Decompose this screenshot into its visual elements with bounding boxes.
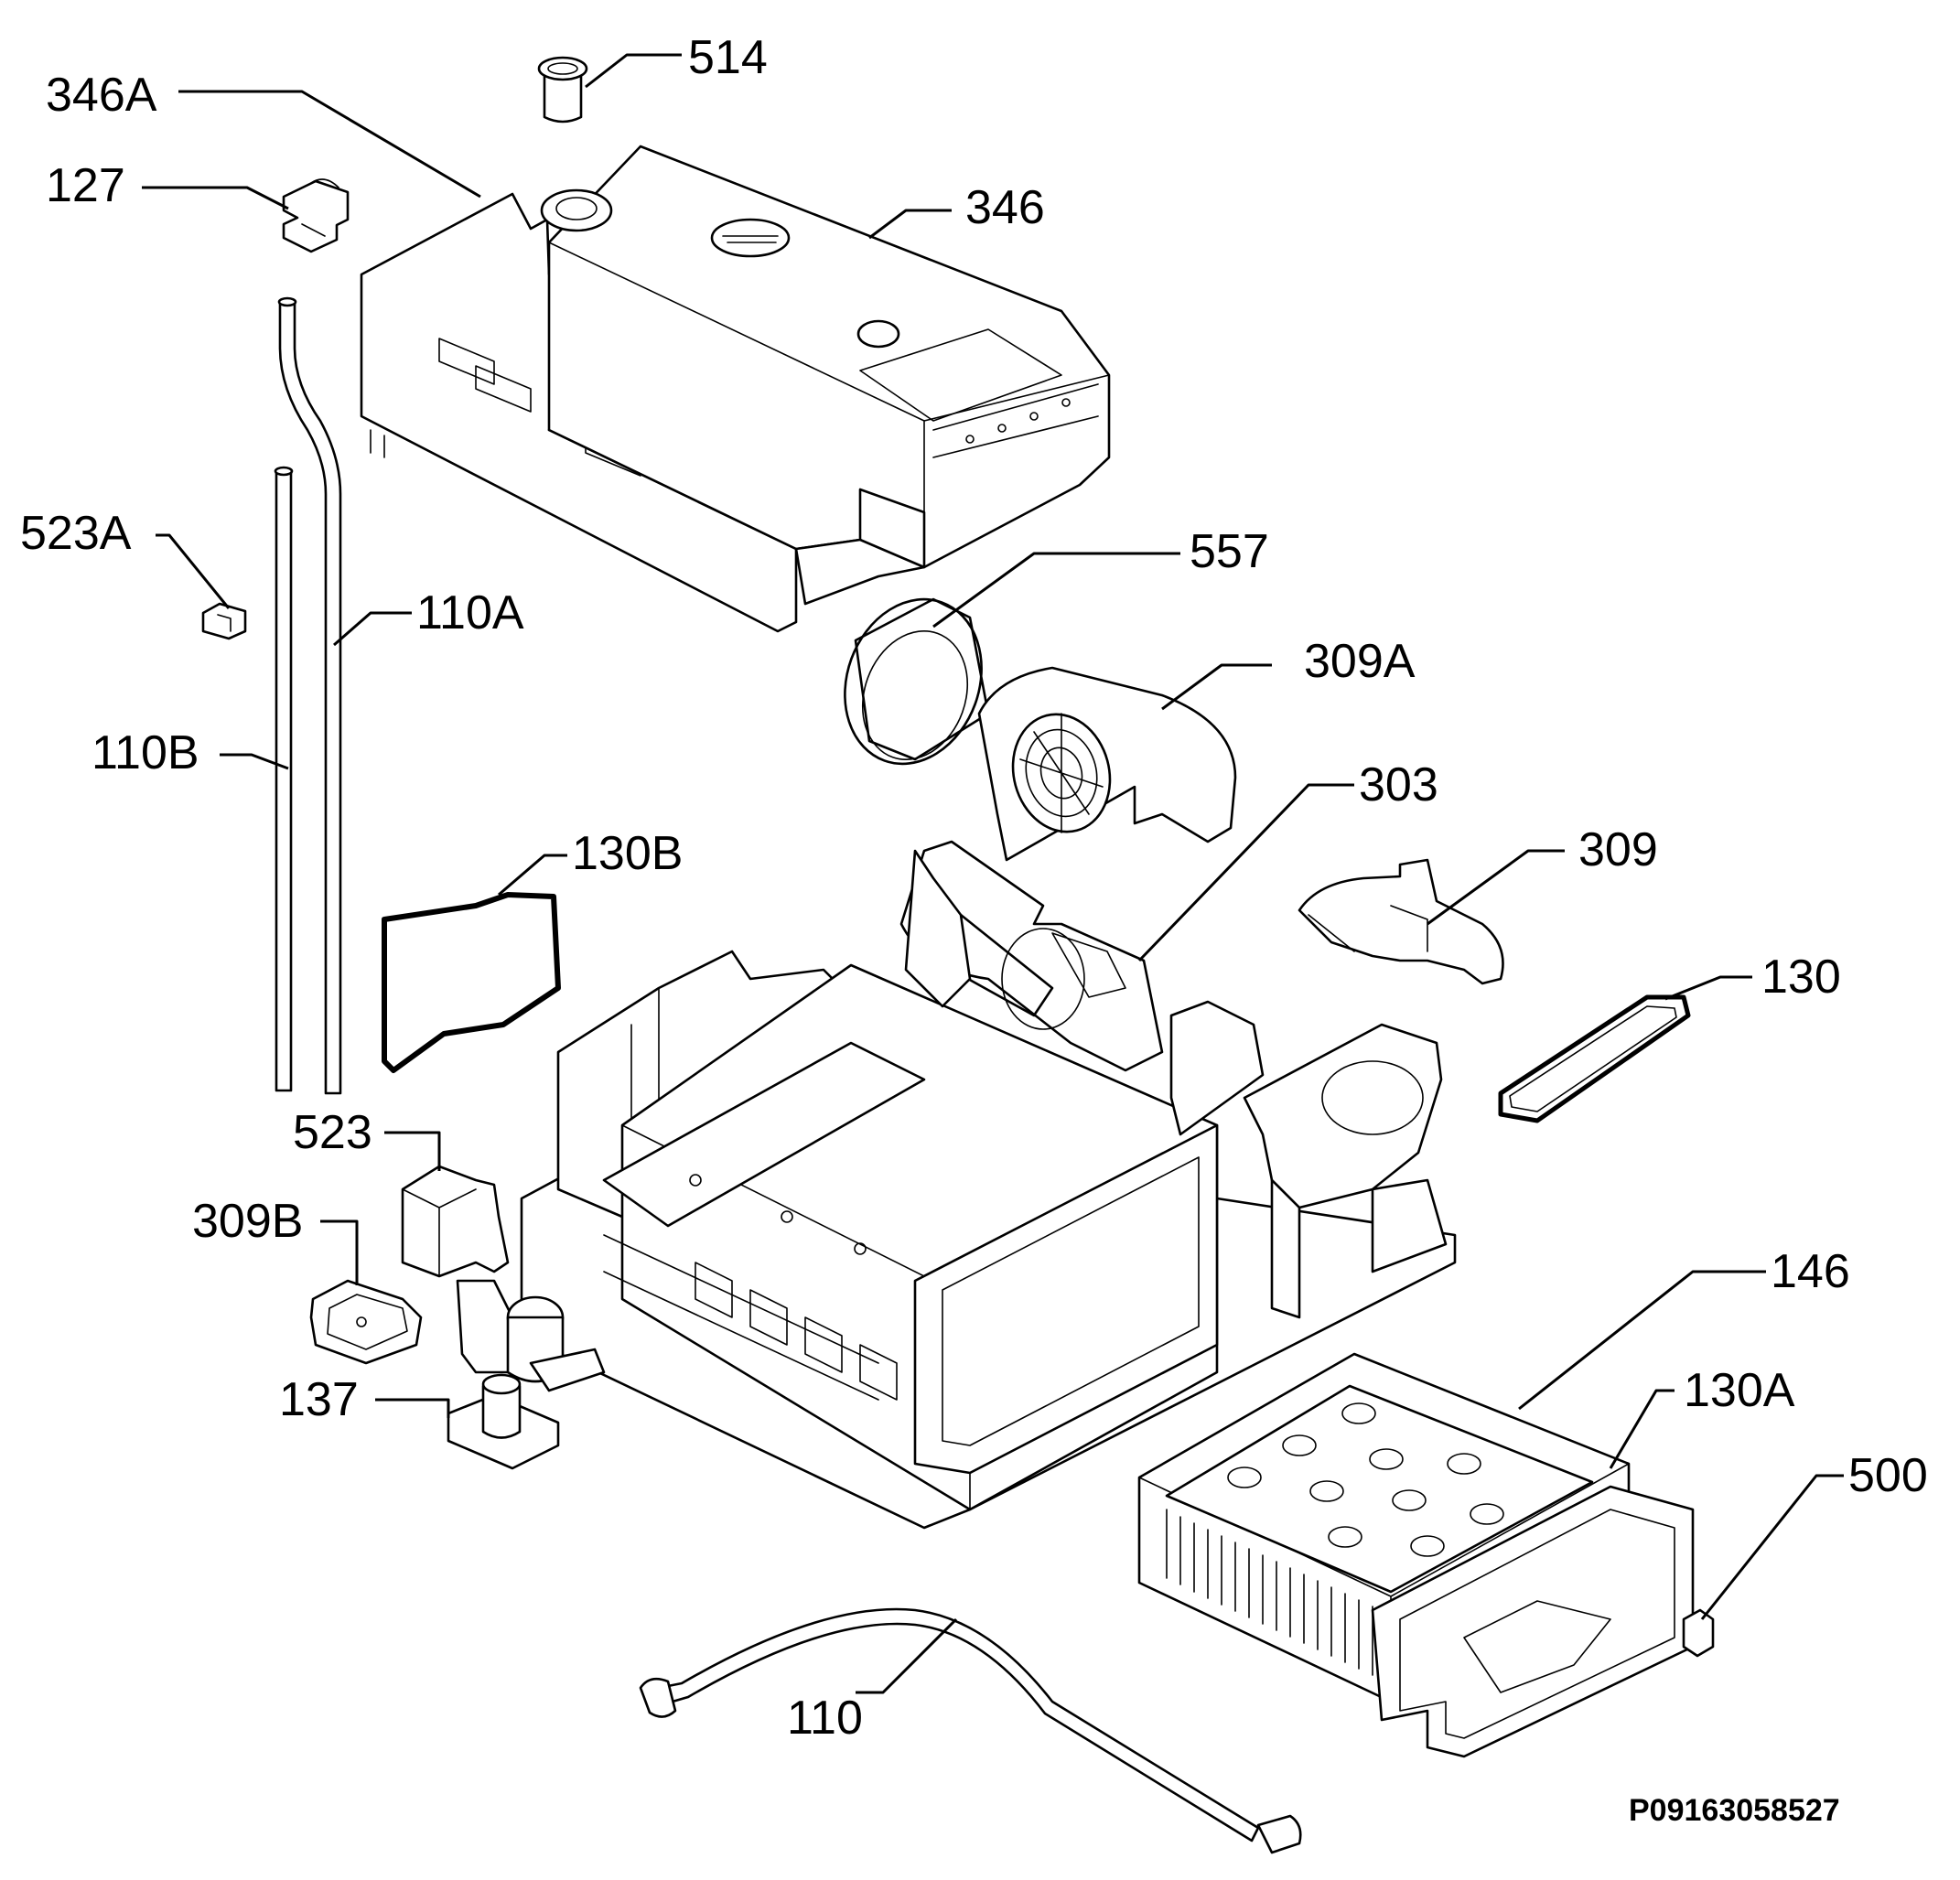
label-346a: 346A [46, 69, 157, 122]
leader-514 [585, 53, 682, 89]
leader-137 [375, 1398, 450, 1418]
label-523a: 523A [20, 507, 132, 560]
leader-309 [1427, 849, 1565, 926]
leader-110a [333, 611, 412, 647]
label-137: 137 [279, 1373, 359, 1426]
label-514: 514 [688, 31, 768, 84]
callout-labels: 346A 514 127 346 523A 110A 110B 557 309A… [20, 31, 1928, 1745]
part-514-cap [537, 56, 588, 124]
label-130a: 130A [1684, 1364, 1795, 1417]
part-309-fan-housing [1298, 858, 1504, 985]
leader-557 [932, 552, 1180, 628]
part-523-valve [401, 1165, 606, 1392]
part-146-condenser [1137, 1352, 1695, 1758]
leader-346a [178, 90, 481, 199]
part-557-ring-seal [844, 597, 990, 766]
part-523a-clip [201, 602, 247, 640]
leader-130a [1609, 1389, 1675, 1469]
drawing-code: P09163058527 [1629, 1793, 1840, 1828]
leader-303 [1137, 783, 1354, 962]
part-filter-duct [1169, 1000, 1448, 1319]
label-110a: 110A [416, 586, 524, 639]
label-146: 146 [1771, 1245, 1850, 1298]
label-557: 557 [1190, 525, 1269, 578]
leader-500 [1700, 1474, 1844, 1620]
label-110: 110 [787, 1692, 863, 1745]
leader-110b [220, 753, 289, 770]
label-523: 523 [293, 1106, 372, 1159]
label-309b: 309B [192, 1195, 303, 1248]
label-303: 303 [1359, 758, 1438, 811]
part-127-clip [282, 178, 350, 253]
leader-309b [320, 1219, 359, 1285]
leader-309a [1161, 663, 1272, 711]
leader-110 [856, 1617, 958, 1694]
leader-130 [1664, 975, 1752, 1001]
label-110b: 110B [92, 726, 199, 779]
leader-523a [156, 533, 231, 609]
leader-130b [498, 854, 567, 897]
part-130b-gasket [382, 892, 561, 1073]
part-110a-hose [277, 296, 342, 1095]
leader-346 [868, 209, 952, 240]
part-137-float [447, 1373, 560, 1470]
part-110-drain-hose [639, 1607, 1302, 1854]
label-346: 346 [965, 181, 1045, 234]
label-130b: 130B [572, 827, 683, 880]
part-346-container-housing [360, 145, 1111, 633]
label-309: 309 [1578, 823, 1658, 876]
leader-lines [142, 53, 1844, 1694]
label-130: 130 [1761, 951, 1841, 1004]
part-base-duct-assembly [520, 849, 1457, 1530]
label-309a: 309A [1304, 635, 1416, 688]
part-309b-bracket [309, 1279, 423, 1365]
leader-146 [1518, 1270, 1766, 1411]
part-110b-hose [274, 466, 294, 1092]
leader-127 [142, 186, 289, 210]
label-127: 127 [46, 159, 125, 212]
leader-523 [384, 1131, 441, 1171]
part-130-gasket [1498, 994, 1691, 1123]
label-500: 500 [1848, 1449, 1928, 1502]
part-309a-fan-cover [977, 666, 1237, 862]
part-500-knob [1682, 1608, 1715, 1658]
